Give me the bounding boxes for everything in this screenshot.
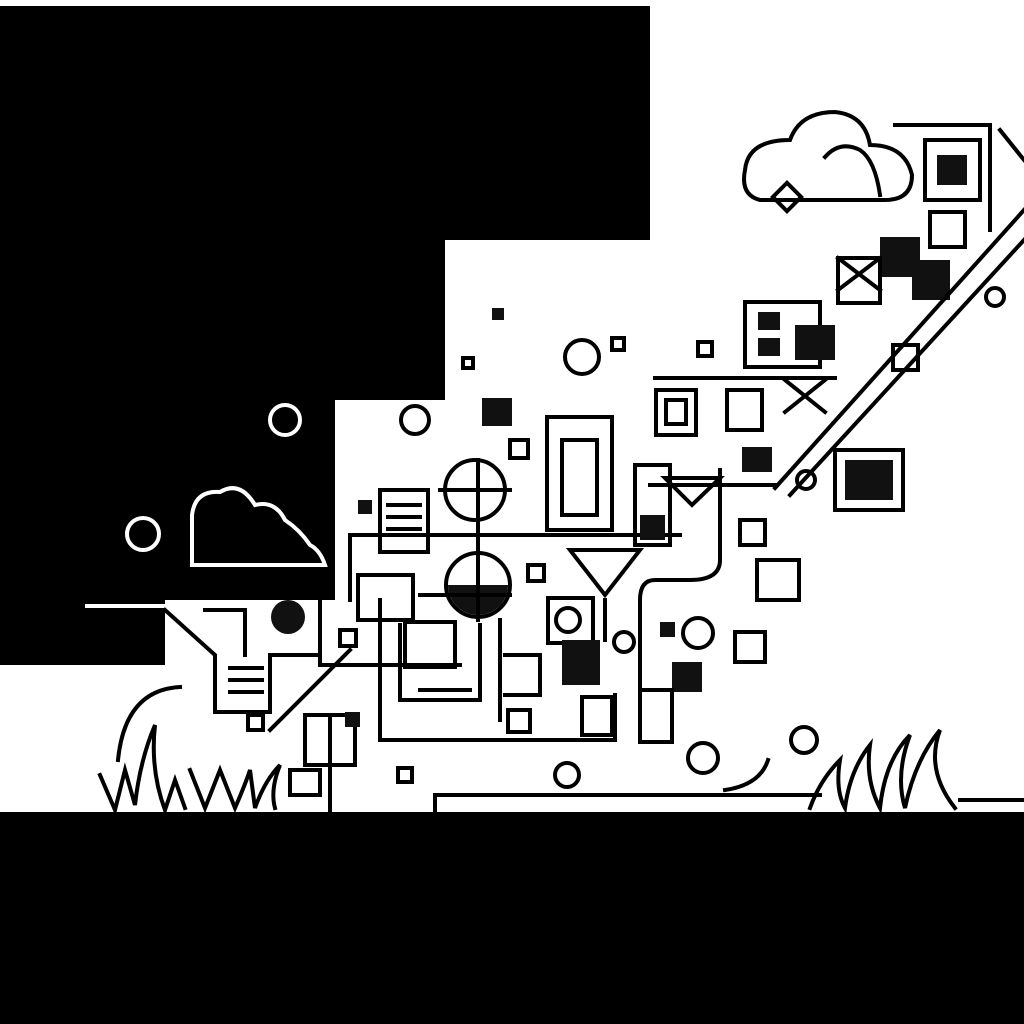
square-icon (733, 630, 767, 664)
circle-icon (795, 469, 817, 491)
square-fill (937, 155, 967, 185)
circuit-line (653, 376, 837, 415)
square-icon (891, 343, 920, 372)
dot (396, 766, 414, 784)
square-icon (633, 463, 672, 547)
envelope-icon (836, 256, 882, 305)
square-icon (246, 713, 265, 732)
monitor-icon (833, 448, 905, 512)
circle-icon (271, 600, 305, 634)
square-fill (795, 325, 835, 360)
square-icon (506, 708, 532, 734)
square-fill (758, 338, 780, 356)
document-lines-icon (378, 488, 430, 554)
square-fill (345, 712, 360, 727)
circuit-line (348, 458, 682, 622)
square-fill (672, 662, 702, 692)
cloud-inner-line (822, 144, 883, 198)
square-icon (638, 688, 674, 744)
envelope-flap (835, 255, 883, 293)
ground-rail (433, 793, 1024, 812)
circle-icon (789, 725, 819, 755)
triangle-icon (660, 476, 725, 508)
door-panel (560, 438, 599, 517)
dot (461, 356, 475, 370)
circuit-line (893, 123, 1024, 232)
dot (358, 500, 372, 514)
square-icon (403, 620, 457, 669)
circuit-line (162, 607, 353, 812)
dot (492, 308, 504, 320)
square-icon (725, 388, 764, 432)
cloud-icon (190, 486, 328, 567)
grass-icon (807, 728, 958, 815)
square-fill (742, 447, 772, 472)
square-fill (562, 640, 600, 685)
circle-icon (553, 761, 581, 789)
square-icon (288, 768, 322, 797)
dot (660, 622, 675, 637)
square-icon (928, 210, 967, 249)
square-fill (845, 460, 893, 500)
grass-icon (97, 724, 282, 817)
square-icon (580, 695, 614, 737)
dot (610, 336, 626, 352)
circuit-line (378, 468, 722, 742)
square-icon (923, 138, 982, 202)
document-lines (386, 503, 422, 531)
square-fill (912, 260, 950, 300)
square-icon (654, 388, 698, 437)
square-fill (640, 515, 665, 540)
circle-icon (125, 516, 161, 552)
circle-icon (268, 403, 302, 437)
square-icon (738, 518, 767, 547)
circle-icon (984, 286, 1006, 308)
triangle-icon (565, 548, 645, 599)
square-icon (356, 573, 415, 622)
circle-icon (681, 616, 715, 650)
cloud-icon (742, 109, 915, 202)
circle-icon (399, 404, 431, 436)
arc-line (722, 757, 771, 793)
square-fill (758, 312, 780, 330)
square-icon (508, 438, 530, 460)
square-icon (303, 713, 357, 767)
circle-icon (563, 338, 601, 376)
black-ground-band (0, 812, 1024, 1024)
document-lines (228, 666, 264, 694)
square-icon (664, 398, 688, 426)
square-icon (526, 563, 546, 583)
diamond-icon (770, 180, 804, 214)
door-icon (545, 415, 614, 532)
circle-icon (612, 630, 636, 654)
square-icon (755, 558, 801, 602)
circuit-line (318, 598, 542, 722)
arc-line (115, 684, 183, 763)
circle-icon (554, 606, 582, 634)
square-fill (482, 398, 512, 426)
dot (696, 340, 714, 358)
dot (338, 628, 358, 648)
black-stepped-block (0, 6, 650, 665)
circle-icon (686, 741, 720, 775)
